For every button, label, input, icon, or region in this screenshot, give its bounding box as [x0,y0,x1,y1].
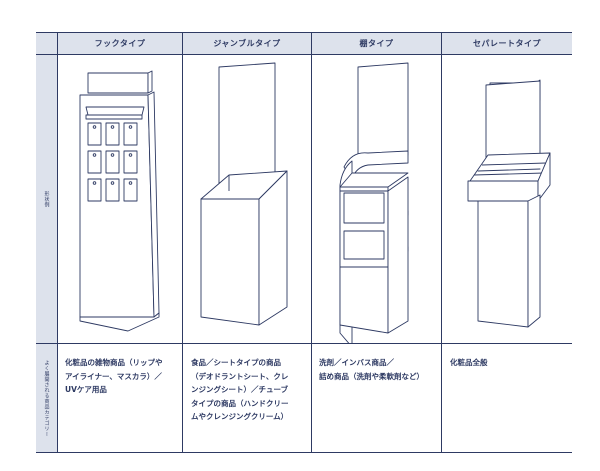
header-shelf-type: 棚タイプ [312,32,441,54]
grid-line [36,32,572,33]
grid-line [182,32,183,453]
grid-line [441,32,442,453]
header-jumble-type: ジャンブルタイプ [183,32,311,54]
description-separate-type: 化粧品全般 [450,358,488,367]
jumble-type-display [200,62,288,326]
row-label-shape: 形状例 [36,55,58,343]
shelf-type-display [339,62,409,343]
grid-line [36,452,572,453]
grid-line [36,54,572,55]
grid-line [311,32,312,453]
header-hook-type: フックタイプ [58,32,182,54]
hook-type-display [79,70,160,332]
description-shelf-type: 洗剤／インバス商品／ 詰め商品（洗剤や柔軟剤など） [319,358,424,381]
description-hook-type: 化粧品の雑物商品（リップや アイライナー、マスカラ）／ UVケア用品 [65,358,163,394]
grid-line [36,343,572,344]
grid-line [57,32,58,453]
separate-type-display [467,79,551,328]
description-jumble-type: 食品／シートタイプの商品 （デオドラントシート、クレ ンジングシート）／チューブ… [191,358,289,421]
row-label-category: よく展開される商品カテゴリー [36,344,58,452]
header-separate-type: セパレートタイプ [442,32,572,54]
header-corner [36,32,58,54]
